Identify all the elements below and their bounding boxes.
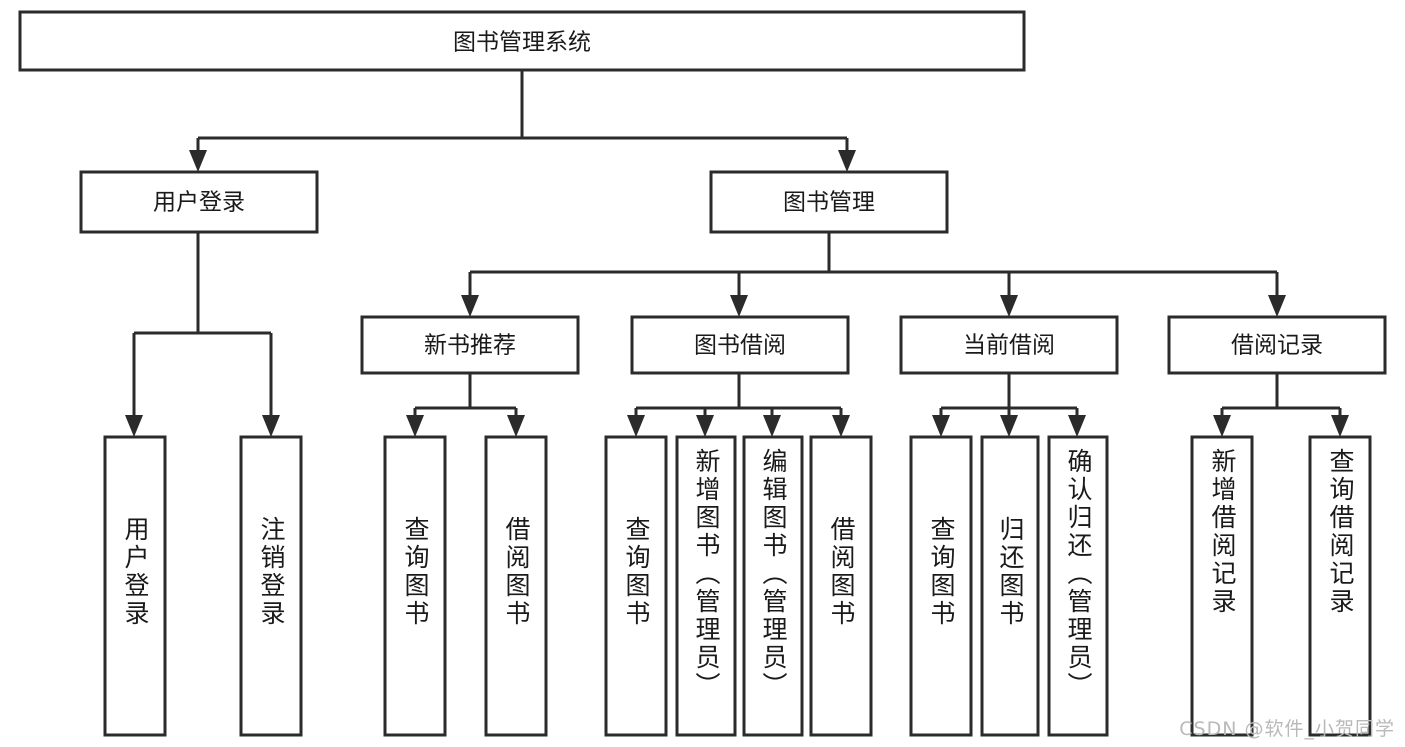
label-book-management: 图书管理 <box>783 190 875 216</box>
connector-borrow-record-to-leaves <box>1213 373 1349 437</box>
label-root: 图书管理系统 <box>453 30 591 56</box>
leaf-box-query-book-3[interactable] <box>909 435 973 737</box>
leaf-label-return-book: 归还图书 <box>996 516 1025 628</box>
connector-new-book-to-leaves <box>406 373 525 437</box>
node-current-borrow[interactable] <box>899 315 1119 375</box>
leaf-label-borrow-book-2: 借阅图书 <box>827 516 856 628</box>
leaf-box-return-book[interactable] <box>980 435 1040 737</box>
leaf-label-edit-book-admin: 编辑图书（管理员） <box>759 448 788 700</box>
leaf-label-query-borrow-record: 查询借阅记录 <box>1326 448 1355 616</box>
leaf-box-add-borrow-record[interactable] <box>1190 435 1254 737</box>
leaf-label-query-book-1: 查询图书 <box>401 516 430 628</box>
connector-book-manage-to-level3 <box>461 232 1286 317</box>
label-book-borrow: 图书借阅 <box>694 333 786 359</box>
node-root[interactable] <box>18 10 1026 72</box>
node-book-borrow[interactable] <box>630 315 850 375</box>
leaf-box-edit-book-admin[interactable] <box>742 435 804 737</box>
node-borrow-record[interactable] <box>1167 315 1387 375</box>
label-current-borrow: 当前借阅 <box>963 333 1055 359</box>
connector-borrow-to-leaves <box>627 373 850 437</box>
label-borrow-record: 借阅记录 <box>1231 333 1323 359</box>
leaf-label-query-book-3: 查询图书 <box>927 516 956 628</box>
leaf-label-add-borrow-record: 新增借阅记录 <box>1208 448 1237 616</box>
leaf-box-query-book-1[interactable] <box>383 435 447 737</box>
leaf-box-query-book-2[interactable] <box>604 435 668 737</box>
connector-user-login-to-leaves <box>125 232 280 437</box>
leaf-label-borrow-book-1: 借阅图书 <box>502 516 531 628</box>
leaf-box-borrow-book-1[interactable] <box>484 435 548 737</box>
node-book-management[interactable] <box>709 170 949 234</box>
label-new-book-recommend: 新书推荐 <box>424 333 516 359</box>
connector-current-borrow-to-leaves <box>932 373 1086 437</box>
leaf-label-logout: 注销登录 <box>257 516 286 628</box>
node-new-book-recommend[interactable] <box>360 315 580 375</box>
node-user-login[interactable] <box>79 170 319 234</box>
label-user-login: 用户登录 <box>153 190 245 216</box>
leaf-box-logout[interactable] <box>239 435 303 737</box>
leaf-label-confirm-return-admin: 确认归还（管理员） <box>1064 448 1093 700</box>
leaf-label-user-login: 用户登录 <box>121 516 150 628</box>
leaf-label-query-book-2: 查询图书 <box>622 516 651 628</box>
leaf-label-add-book-admin: 新增图书（管理员） <box>692 448 721 700</box>
leaf-box-query-borrow-record[interactable] <box>1308 435 1372 737</box>
leaf-box-user-login[interactable] <box>103 435 167 737</box>
leaf-box-borrow-book-2[interactable] <box>809 435 873 737</box>
connector-root-to-level2 <box>189 70 856 172</box>
leaf-box-confirm-return-admin[interactable] <box>1047 435 1109 737</box>
leaf-box-add-book-admin[interactable] <box>675 435 737 737</box>
